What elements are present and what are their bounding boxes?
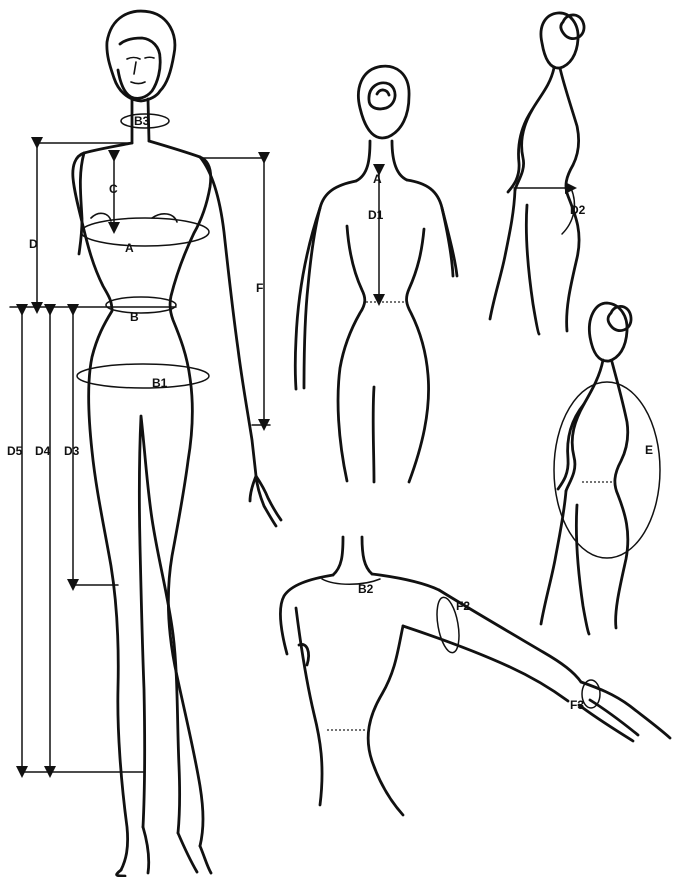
front-hair xyxy=(107,11,175,101)
front-feet xyxy=(117,827,211,876)
front-right-arm xyxy=(200,157,256,476)
front-torso xyxy=(73,143,132,870)
label-d2: D2 xyxy=(570,203,586,217)
label-f3: F3 xyxy=(570,698,584,712)
side-top-measurements xyxy=(514,188,574,234)
label-d3: D3 xyxy=(64,444,80,458)
label-b: B xyxy=(130,310,139,324)
side-middle-measurements xyxy=(554,382,660,558)
label-d4: D4 xyxy=(35,444,51,458)
side-top-legs xyxy=(490,190,539,334)
bottom-arm-bottom xyxy=(403,626,568,701)
back-bun xyxy=(369,83,395,109)
label-f: F xyxy=(256,281,263,295)
back-head xyxy=(358,66,409,138)
measure-a-bust xyxy=(81,218,209,246)
label-d: D xyxy=(29,237,38,251)
front-right-hand xyxy=(250,476,281,526)
label-f2: F2 xyxy=(456,599,470,613)
side-top-body xyxy=(515,68,579,331)
front-left-arm xyxy=(79,153,84,254)
label-b2: B2 xyxy=(358,582,374,596)
front-right-side xyxy=(149,141,211,846)
back-body xyxy=(338,226,429,482)
label-c: C xyxy=(109,182,118,196)
side-figure-top xyxy=(490,13,584,334)
front-face-details xyxy=(127,57,154,83)
front-figure xyxy=(73,11,281,876)
back-seat-line xyxy=(373,387,374,482)
label-a-back: A xyxy=(373,172,382,186)
measure-e-ellipse xyxy=(554,382,660,558)
back-arms xyxy=(295,208,457,389)
front-inner-leg xyxy=(139,416,179,833)
side-top-head xyxy=(541,13,578,68)
label-a-front: A xyxy=(125,241,134,255)
label-b3: B3 xyxy=(134,114,150,128)
side-middle-head xyxy=(589,303,627,361)
bottom-figure xyxy=(280,537,670,815)
bottom-neck xyxy=(333,537,372,575)
label-d5: D5 xyxy=(7,444,23,458)
bottom-hand xyxy=(579,682,670,741)
label-e: E xyxy=(645,443,653,457)
bottom-torso xyxy=(296,608,403,815)
side-middle-legs xyxy=(541,491,589,634)
measure-b-waist xyxy=(106,297,176,313)
back-figure xyxy=(295,66,457,482)
back-measurements xyxy=(366,170,404,302)
label-d1: D1 xyxy=(368,208,384,222)
label-b1: B1 xyxy=(152,376,168,390)
front-face xyxy=(118,38,160,98)
labels: B3 C D A B B1 F D5 D4 D3 A D1 D2 E B2 F2… xyxy=(7,114,653,712)
